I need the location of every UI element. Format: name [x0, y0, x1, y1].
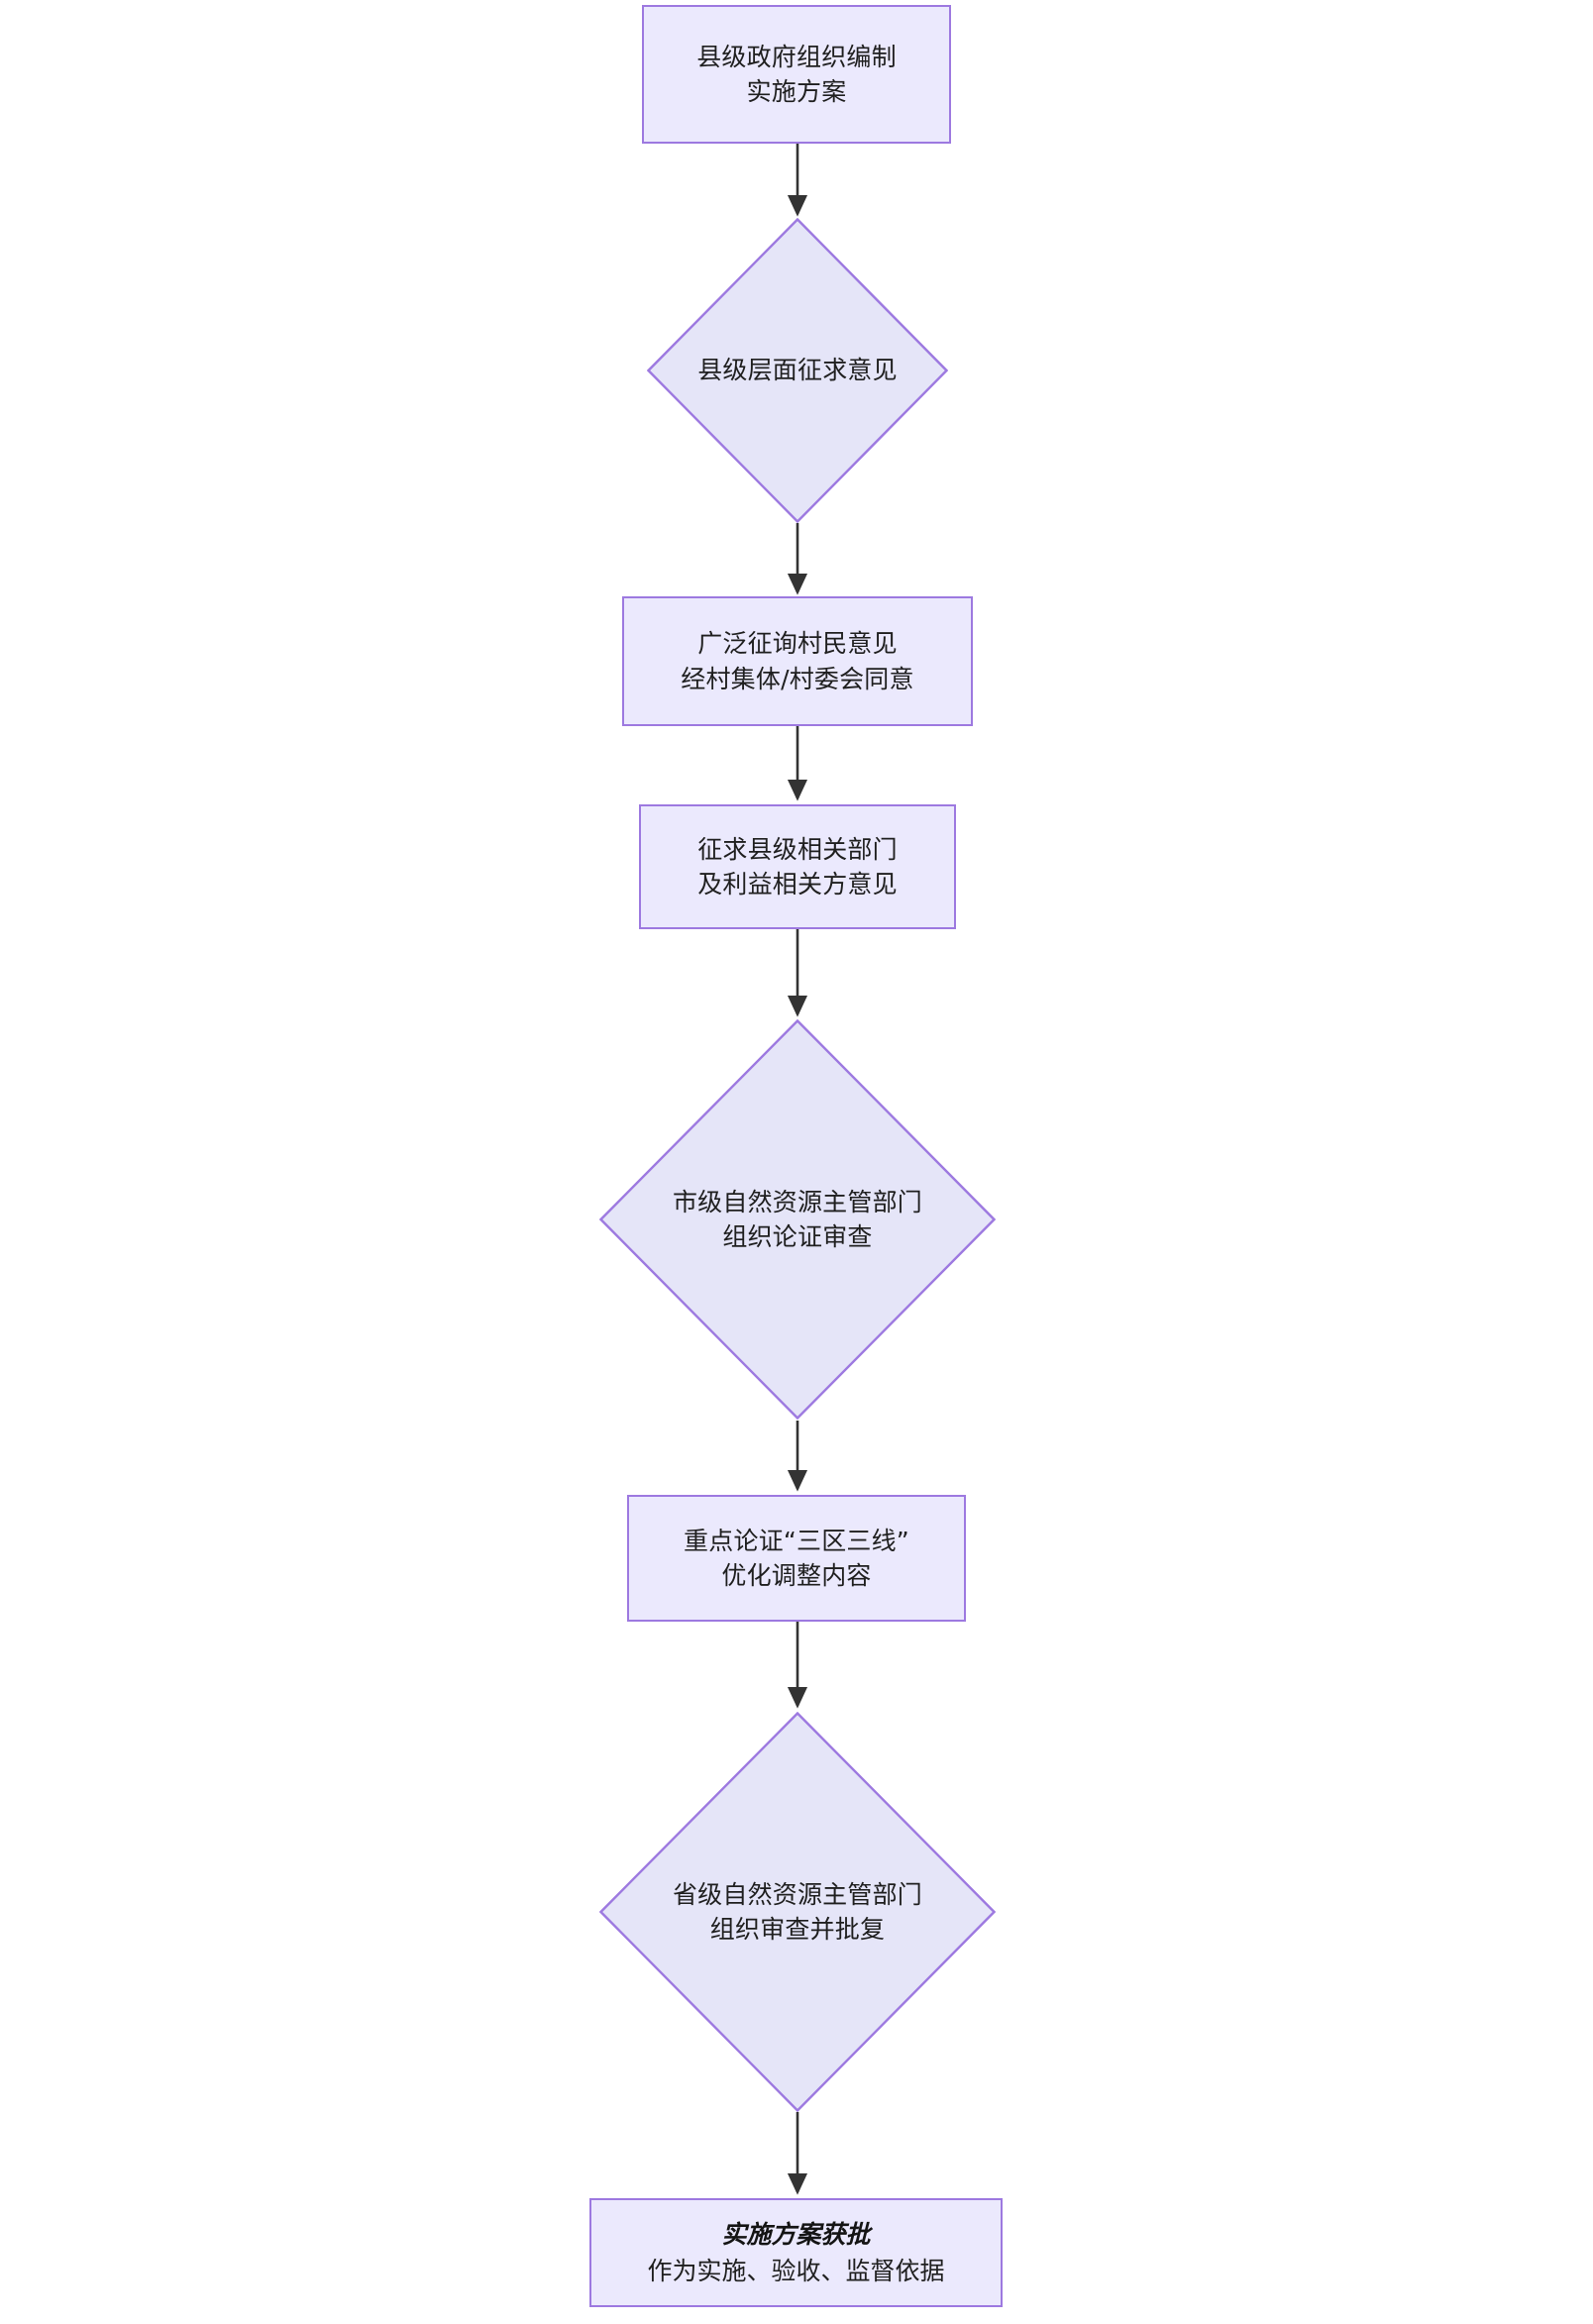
node-decision-provincial-natural-resources-approval[interactable]: 省级自然资源主管部门 组织审查并批复: [599, 1712, 996, 2112]
node-label: 县级层面征求意见: [697, 356, 898, 385]
result-title: 实施方案获批: [721, 2219, 871, 2249]
node-process-three-zones-three-lines-optimization[interactable]: 重点论证“三区三线” 优化调整内容: [627, 1495, 966, 1622]
diamond-shape: [599, 1019, 996, 1420]
node-process-county-government-drafts-plan[interactable]: 县级政府组织编制 实施方案: [642, 5, 951, 144]
node-process-county-departments-stakeholders-opinions[interactable]: 征求县级相关部门 及利益相关方意见: [639, 804, 956, 929]
node-label: 广泛征询村民意见 经村集体/村委会同意: [681, 629, 914, 693]
node-label: 市级自然资源主管部门 组织论证审查: [672, 1187, 922, 1252]
node-result-plan-approved[interactable]: 实施方案获批 作为实施、验收、监督依据: [589, 2198, 1003, 2307]
node-label: 省级自然资源主管部门 组织审查并批复: [672, 1879, 922, 1945]
diamond-shape: [647, 218, 948, 523]
node-decision-county-level-consultation[interactable]: 县级层面征求意见: [647, 218, 948, 523]
node-label: 县级政府组织编制 实施方案: [696, 42, 897, 107]
result-subtitle: 作为实施、验收、监督依据: [647, 2257, 945, 2285]
node-label: 征求县级相关部门 及利益相关方意见: [697, 834, 898, 899]
node-label: 重点论证“三区三线” 优化调整内容: [684, 1526, 909, 1591]
node-decision-municipal-natural-resources-review[interactable]: 市级自然资源主管部门 组织论证审查: [599, 1019, 996, 1420]
diamond-shape: [599, 1712, 996, 2112]
node-process-villager-consultation-collective-consent[interactable]: 广泛征询村民意见 经村集体/村委会同意: [622, 596, 973, 726]
